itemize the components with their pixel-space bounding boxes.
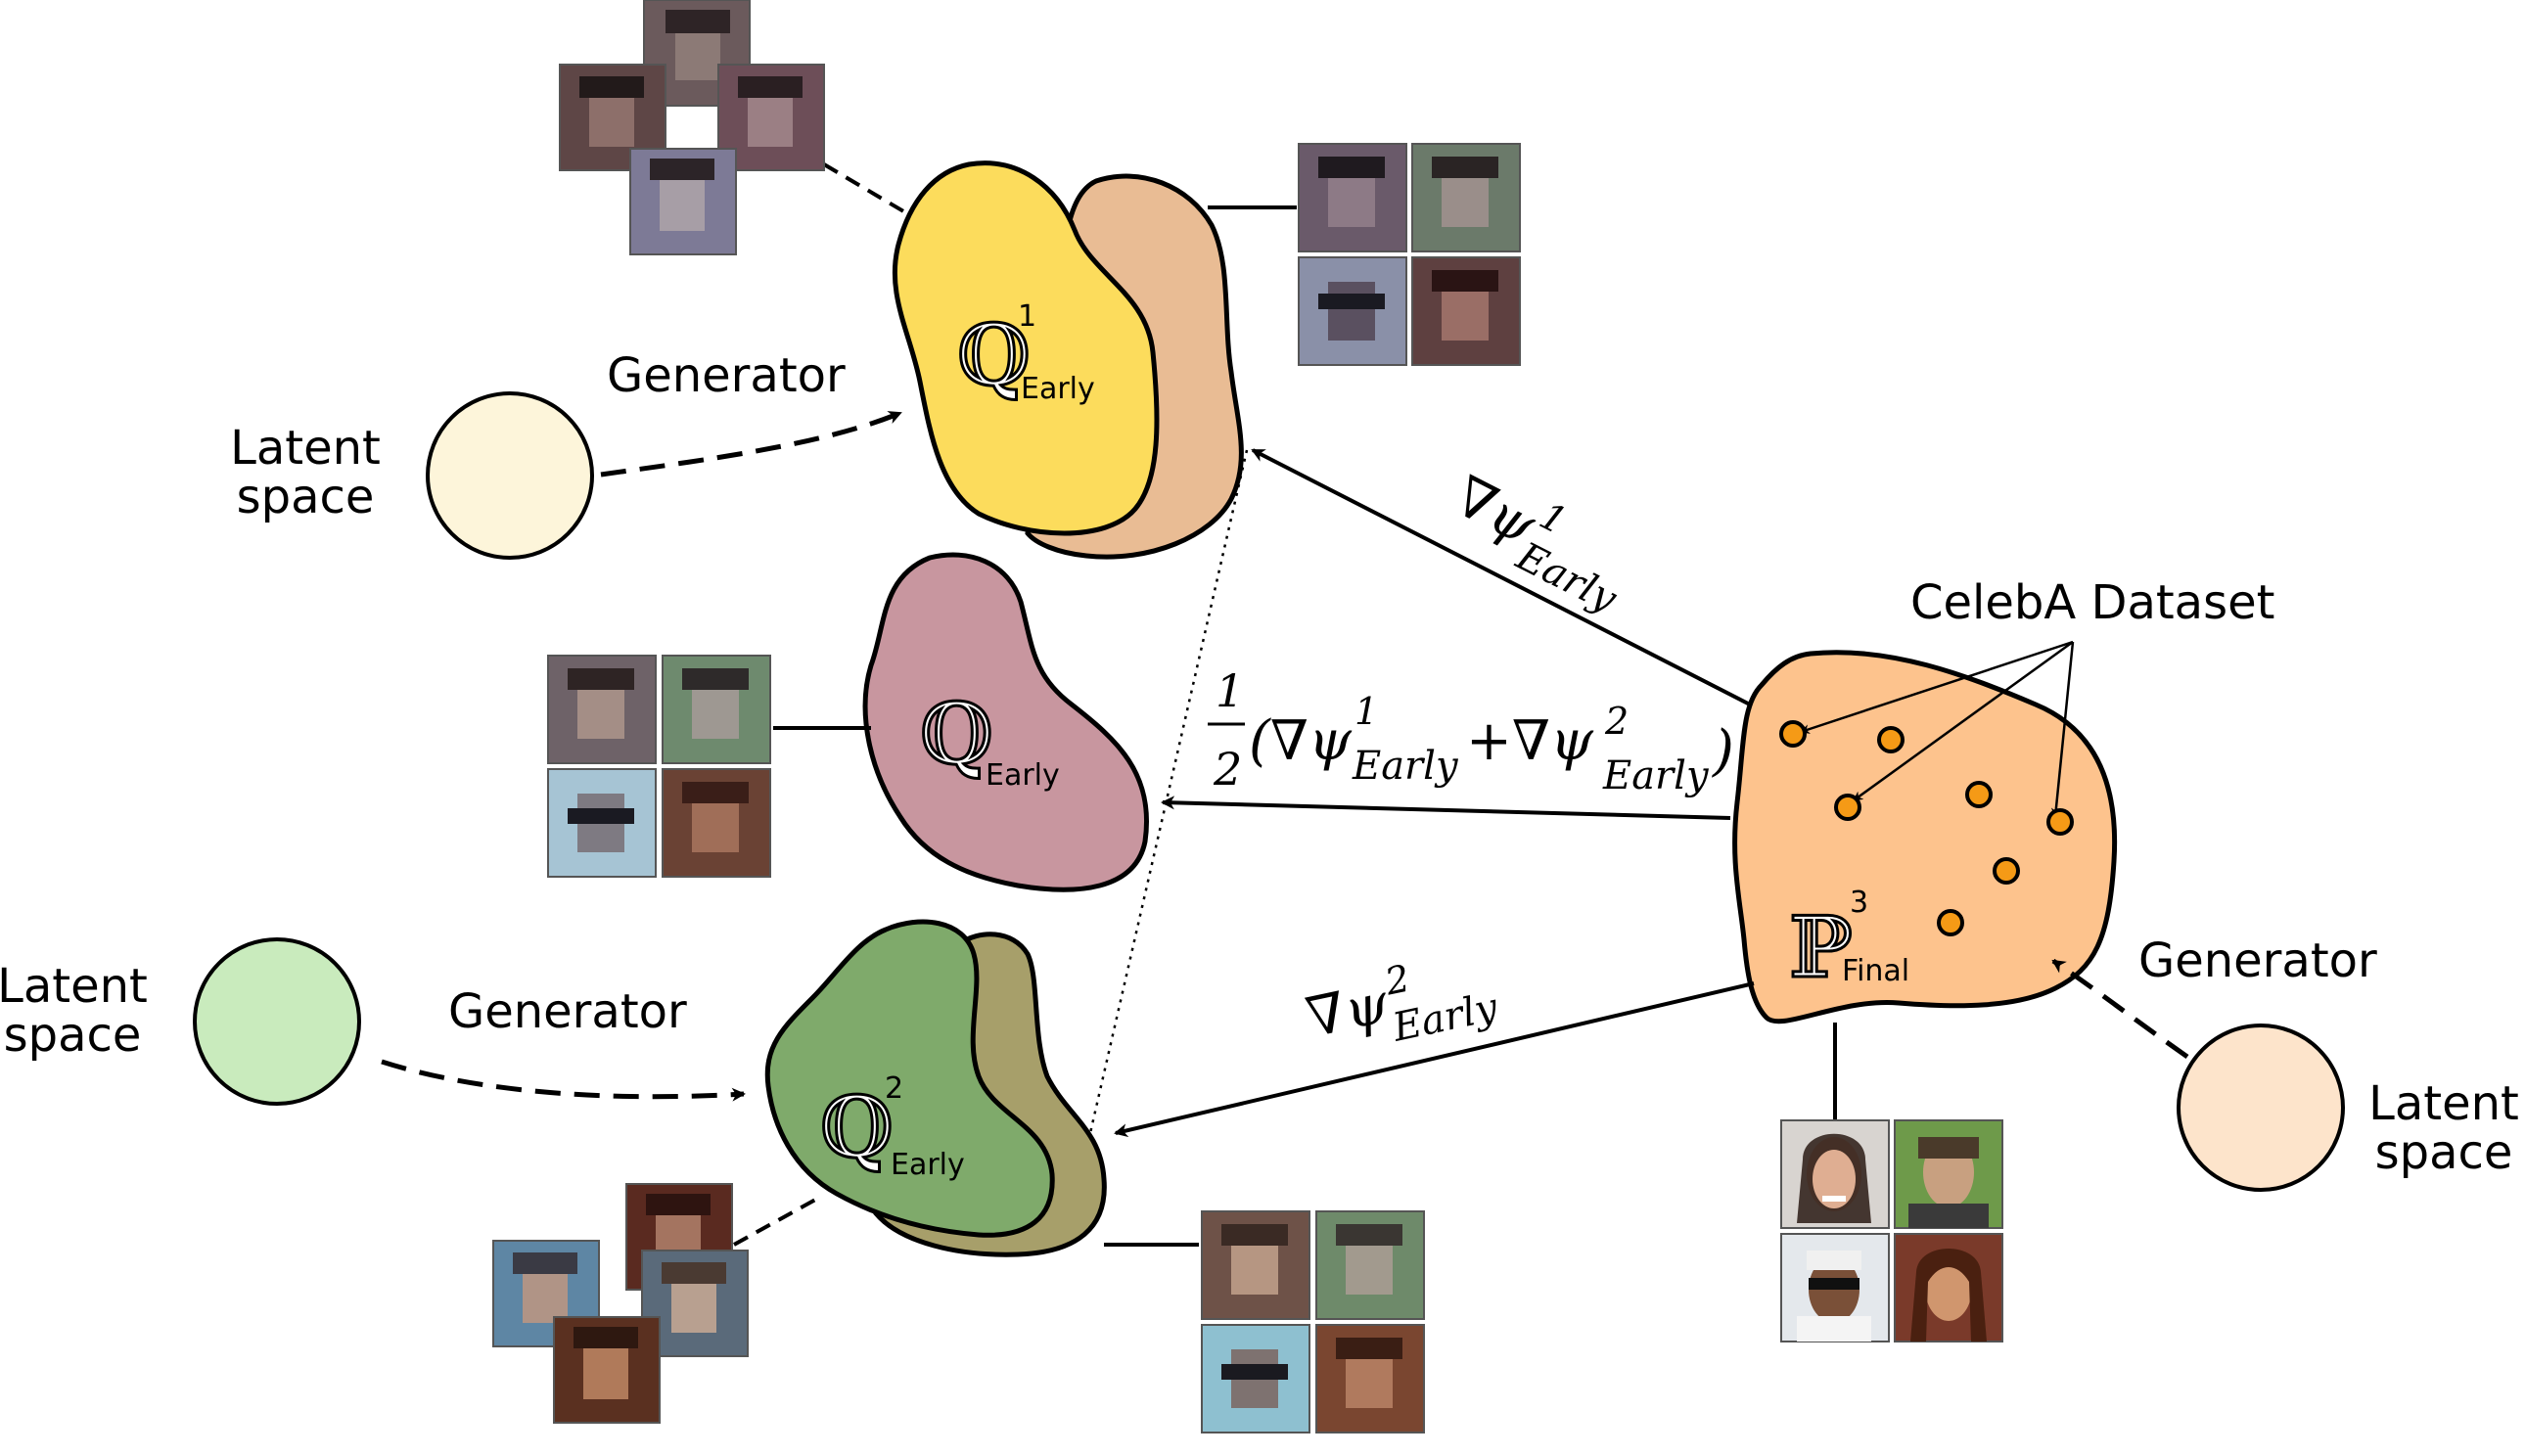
latent-right-label-2: space (2375, 1125, 2513, 1180)
q2-symbol: ℚ (820, 1079, 894, 1177)
sample-image (1315, 1324, 1425, 1433)
dataset-point (1937, 909, 1964, 936)
sample-image (1894, 1233, 2003, 1342)
dotted-connector (1088, 449, 1249, 1134)
sample-image (1315, 1210, 1425, 1320)
avg-plus: +∇ψ (1466, 709, 1594, 773)
dataset-points (1779, 720, 2074, 936)
latent-bottom-label-2: space (4, 1008, 142, 1063)
generator-top-label: Generator (607, 348, 846, 403)
p-sub: Final (1842, 954, 1909, 988)
q2-samples-dash (733, 1197, 818, 1247)
sample-image (1298, 256, 1407, 366)
q2-distribution (764, 919, 1107, 1257)
dataset-label: CelebA Dataset (1910, 575, 2274, 630)
q2-front-blob (764, 919, 1055, 1238)
latent-right-circle (2177, 1024, 2345, 1192)
sample-image (662, 655, 771, 764)
grad2-op: ∇ψ (1301, 972, 1395, 1051)
avg-arrow (1161, 796, 1731, 820)
dataset-point (1993, 857, 2020, 885)
sample-image (1201, 1210, 1310, 1320)
grad2-arrow (1114, 981, 1755, 1138)
avg-num: 1 (1216, 664, 1244, 717)
avg-sup1: 1 (1354, 690, 1378, 733)
q1-front-blob (892, 160, 1160, 536)
generator-bottom-label: Generator (448, 984, 687, 1039)
q1-sup: 1 (1018, 299, 1036, 334)
sample-image (717, 64, 825, 171)
celeba-samples (1780, 1119, 2003, 1342)
latent-bottom-label-1: Latent (0, 959, 148, 1014)
q-distribution (862, 552, 1149, 892)
q-grid-samples (547, 655, 771, 878)
dataset-pointers (1800, 640, 2075, 818)
sample-image (629, 148, 737, 255)
latent-right-label-1: Latent (2368, 1076, 2519, 1131)
avg-den: 2 (1213, 743, 1242, 796)
q2-sub: Early (891, 1148, 965, 1182)
avg-sub2: Early (1602, 753, 1710, 798)
q2-grid-samples (1201, 1210, 1425, 1433)
p-final-distribution (1732, 650, 2118, 1024)
q1-symbol: ℚ (957, 307, 1031, 405)
dataset-point (1965, 781, 1993, 808)
q2-cross-samples (492, 1183, 749, 1424)
q1-label: ℚ 1 Early (956, 299, 1095, 407)
dataset-point (2046, 808, 2074, 836)
q1-grid-samples (1298, 143, 1521, 366)
sample-image (1411, 256, 1521, 366)
q1-sub: Early (1021, 372, 1095, 406)
q2-label: ℚ 2 Early (819, 1071, 965, 1182)
dataset-point (1877, 726, 1905, 753)
q2-sup: 2 (885, 1071, 903, 1106)
grad1-arrow (1251, 448, 1751, 706)
sample-image (662, 768, 771, 878)
generator-right-label: Generator (2138, 933, 2377, 988)
dataset-point (1779, 720, 1807, 748)
latent-top-label-1: Latent (230, 421, 381, 476)
p-final-blob (1732, 650, 2118, 1024)
sample-image (1411, 143, 1521, 252)
sample-image (1894, 1119, 2003, 1229)
q1-samples-dash (822, 162, 912, 217)
avg-sup2: 2 (1604, 700, 1629, 743)
sample-image (1780, 1233, 1890, 1342)
q-blob (862, 552, 1149, 892)
latent-top-label-2: space (237, 470, 375, 524)
sample-image (553, 1316, 661, 1424)
generator-right-arrow (2051, 958, 2189, 1060)
q-sub: Early (986, 758, 1060, 793)
sample-image (547, 655, 657, 764)
q-label: ℚ Early (919, 685, 1060, 794)
p-sup: 3 (1850, 886, 1868, 920)
dataset-point (1834, 794, 1861, 821)
sample-image (547, 768, 657, 878)
sample-image (1780, 1119, 1890, 1229)
p-final-label: ℙ 3 Final (1788, 886, 1910, 999)
q-symbol: ℚ (920, 686, 993, 784)
latent-top-circle (426, 391, 594, 560)
generator-top-arrow (600, 410, 902, 478)
avg-label: 1 2 (∇ψ 1 Early +∇ψ 2 Early ) (1208, 664, 1734, 798)
q1-cross-samples (559, 0, 825, 255)
sample-image (1201, 1324, 1310, 1433)
p-symbol: ℙ (1789, 899, 1853, 997)
q1-distribution (892, 160, 1244, 560)
avg-sub1: Early (1352, 744, 1459, 789)
sample-image (1298, 143, 1407, 252)
latent-bottom-circle (193, 937, 361, 1106)
avg-open: (∇ψ (1249, 709, 1353, 773)
generator-bottom-arrow (381, 1059, 746, 1102)
avg-close: ) (1712, 719, 1734, 783)
